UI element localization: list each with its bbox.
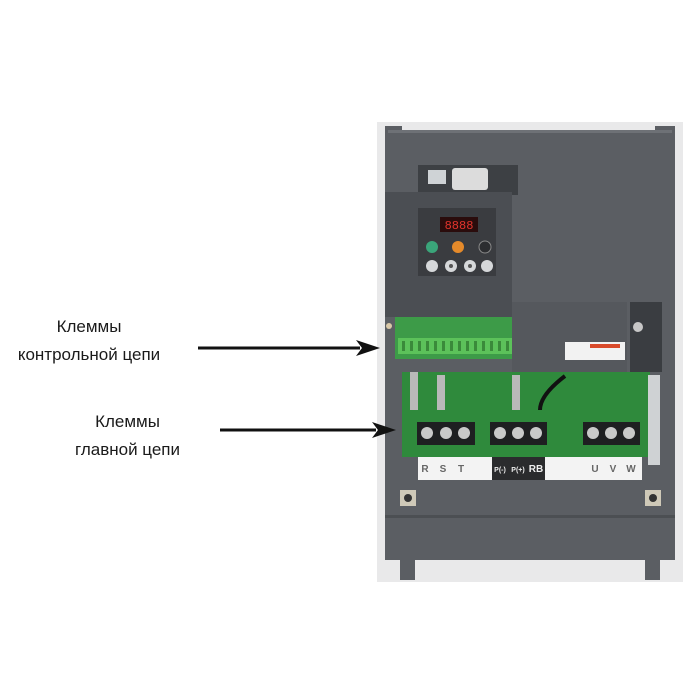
- stop-button: [452, 241, 464, 253]
- label-p-minus: P(-): [494, 467, 506, 474]
- label-s: S: [440, 464, 447, 475]
- callout-main-label: Клеммы главной цепи: [40, 408, 215, 464]
- label-u: U: [591, 464, 598, 475]
- key-button-4: [481, 260, 493, 272]
- display-digits: 8888: [445, 219, 474, 233]
- callout-control-line1: Клеммы: [56, 317, 122, 336]
- callout-control-label: Клеммы контрольной цепи: [0, 313, 178, 369]
- arrow-control-terminals: [198, 340, 380, 356]
- label-v: V: [610, 464, 617, 475]
- terminal-block-input: [417, 422, 475, 445]
- label-rb: RB: [529, 464, 543, 475]
- label-t: T: [458, 464, 464, 475]
- side-labels: [648, 375, 660, 465]
- callout-control-line2: контрольной цепи: [17, 345, 161, 364]
- callout-main-line2: главной цепи: [75, 440, 180, 459]
- label-w: W: [626, 464, 636, 475]
- dial-button: [478, 240, 492, 254]
- callout-main-line1: Клеммы: [95, 412, 160, 431]
- terminal-block-output: [583, 422, 640, 445]
- cover-panel: [512, 302, 627, 374]
- label-p-plus: P(+): [511, 467, 524, 474]
- led-display: [440, 217, 478, 232]
- run-button: [426, 241, 438, 253]
- side-cavity: [630, 302, 662, 372]
- label-r: R: [421, 464, 429, 475]
- ribbon-cable: [452, 168, 488, 190]
- terminal-block-dc: [490, 422, 547, 445]
- key-button-1: [426, 260, 438, 272]
- arrow-main-terminals: [220, 422, 396, 438]
- cable: [538, 374, 567, 411]
